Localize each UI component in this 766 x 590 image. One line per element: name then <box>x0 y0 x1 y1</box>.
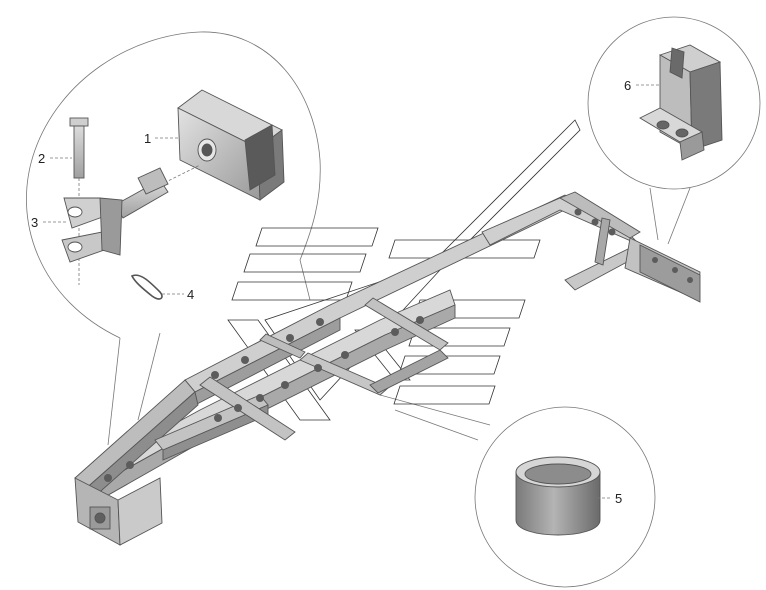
callout-6: 6 <box>624 78 631 93</box>
part-4-cotter-pin <box>130 274 163 300</box>
part-6-bracket <box>639 44 723 161</box>
part-1-mount-block <box>177 89 285 201</box>
detail-circle-bottom-right <box>474 406 656 588</box>
detail-leaders <box>107 187 691 446</box>
callout-3: 3 <box>31 215 38 230</box>
detail-circle-top-right <box>587 16 761 190</box>
callout-leaders <box>43 84 660 499</box>
callout-1: 1 <box>144 131 151 146</box>
detail-circle-left <box>26 31 321 339</box>
part-3-clevis <box>61 164 201 263</box>
callout-5: 5 <box>615 491 622 506</box>
part-2-pin <box>69 117 89 285</box>
part-5-bushing <box>515 456 601 536</box>
chassis-frame <box>74 194 576 546</box>
callout-4: 4 <box>187 287 194 302</box>
rear-frame-section <box>481 191 701 303</box>
callout-2: 2 <box>38 151 45 166</box>
